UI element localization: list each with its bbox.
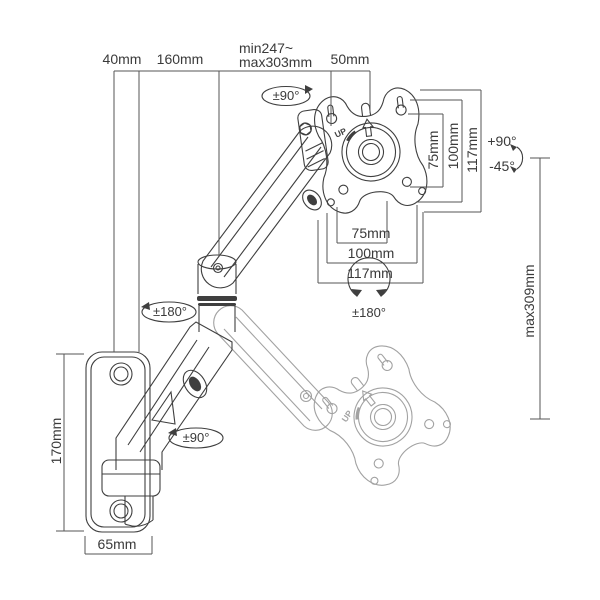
tilt-arrow-head-top (510, 144, 517, 151)
swivel-arrow-top-head (305, 85, 313, 94)
dim-label-plate-to-pivot: 50mm (330, 51, 370, 67)
dim-label-reach-max: max303mm (239, 54, 313, 70)
lowered-position-group: UP (213, 305, 452, 486)
vesa-plate-lowered: UP (313, 345, 452, 486)
dim-label-vesa-h117: 117mm (347, 265, 393, 281)
bracket-post (124, 496, 154, 527)
dim-label-vertical-range: max309mm (521, 264, 537, 338)
wall-screw-hole-bottom (109, 499, 133, 523)
monitor-rotation-arrow-head-left (351, 289, 362, 297)
elbow-ring-1 (197, 296, 237, 301)
up-marker-lowered: UP (339, 408, 354, 424)
main-assembly-group: UP (85, 87, 428, 533)
arm-swivel-arrow (141, 301, 197, 323)
tilt-arrow-head-bottom (510, 166, 517, 173)
bracket-pivot-core (188, 376, 202, 392)
bracket-pivot (182, 369, 208, 399)
rotation-label-monitor-rotation: ±180° (351, 305, 387, 320)
dim-vesa-h100 (326, 205, 418, 264)
base-swivel-arrow (168, 427, 224, 449)
bracket-collar (101, 459, 161, 497)
dim-label-vesa-h100: 100mm (347, 245, 395, 261)
rotation-label-monitor-swivel: ±90° (272, 88, 300, 103)
arm-swivel-arrow-head (141, 302, 150, 310)
elbow-ring-2 (198, 303, 236, 306)
rotation-label-base-swivel: ±90° (182, 430, 210, 445)
head-lower-joint (302, 189, 322, 211)
dim-top-chain (113, 70, 371, 352)
dim-label-wall-standoff: 40mm (102, 51, 142, 67)
wall-bracket (115, 321, 233, 470)
dim-label-vesa-v75: 75mm (425, 130, 441, 170)
lower-arm-bolt (299, 389, 313, 403)
dim-vesa-h117 (317, 212, 424, 284)
wall-bracket-detail (127, 339, 210, 453)
gas-spring-arm (200, 125, 333, 289)
gas-spring-arm-detail (210, 136, 322, 278)
arm-elbow-bolt-inner (215, 265, 221, 271)
dim-label-vesa-h75: 75mm (351, 225, 391, 241)
dim-label-wall-plate-height: 170mm (48, 417, 64, 465)
monitor-rotation-arrow-head-right (376, 289, 387, 297)
arm-elbow-bolt (212, 262, 224, 274)
vesa-plate-raised: UP (314, 87, 428, 214)
elbow-top-cap (197, 254, 237, 270)
dim-vesa-v117 (420, 89, 482, 213)
up-marker-raised: UP (333, 126, 348, 140)
tilt-arrow (516, 146, 524, 170)
dim-vesa-v75 (408, 113, 444, 188)
dim-vesa-h75 (336, 201, 388, 244)
head-hinge (297, 108, 329, 172)
dim-label-bracket-arm: 160mm (156, 51, 204, 67)
dim-wall-plate-width (84, 536, 153, 555)
swivel-arrow-top (261, 85, 311, 107)
lower-arm-bolt-inner (302, 392, 310, 400)
rotation-symbols (141, 85, 524, 449)
dim-vesa-v100 (410, 99, 463, 203)
rotation-label-arm-swivel: ±180° (152, 304, 188, 319)
dim-label-vesa-v100: 100mm (445, 122, 461, 170)
dim-label-wall-plate-width: 65mm (97, 536, 137, 552)
dim-label-reach-min: min247~ (239, 40, 294, 56)
dim-vertical-range (530, 157, 550, 420)
wall-screw-hole-bottom-inner (113, 503, 129, 519)
rotation-label-tilt-down: -45° (489, 158, 515, 174)
wall-bracket-cutout (151, 390, 176, 425)
dim-label-vesa-v117: 117mm (464, 127, 480, 173)
lower-arm-detail (223, 316, 323, 422)
lower-arm (213, 305, 333, 431)
monitor-rotation-arrow (347, 257, 391, 297)
dimension-lines (56, 70, 550, 555)
rotation-label-tilt-up: +90° (487, 133, 517, 149)
dim-wall-plate-height (56, 353, 84, 532)
wall-plate-outer (85, 351, 151, 533)
wall-plate-inner (90, 356, 146, 528)
wall-screw-hole-top-inner (113, 366, 129, 382)
head-lower-joint-core (307, 194, 317, 206)
base-swivel-arrow-head (168, 428, 177, 436)
wall-screw-hole-top (109, 362, 133, 386)
